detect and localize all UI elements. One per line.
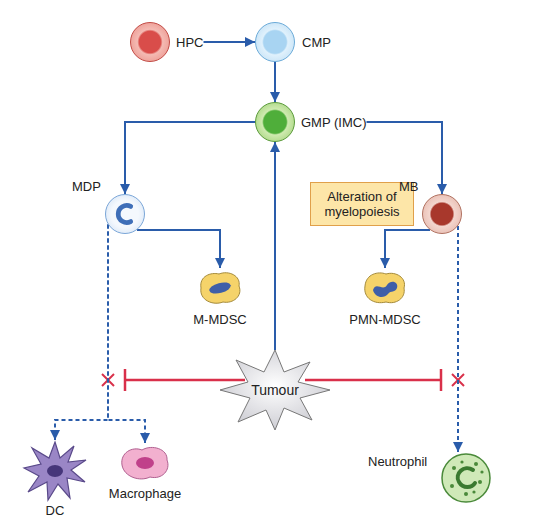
cell-body	[255, 102, 295, 142]
immune-cell: DC	[22, 440, 88, 502]
cell-body	[130, 22, 170, 62]
mdsc-cell: PMN-MDSC	[360, 268, 410, 308]
node-label: MB	[399, 179, 419, 194]
flow-arrow	[125, 122, 255, 194]
node-label: PMN-MDSC	[349, 312, 421, 327]
tumour-star: Tumour	[220, 350, 330, 430]
cell-shape	[440, 452, 492, 504]
cell-shape	[195, 268, 245, 308]
node-label: Neutrophil	[368, 454, 427, 469]
cell-shape	[360, 268, 410, 308]
progenitor-cell: HPC	[130, 22, 203, 62]
inhibition-line	[125, 379, 245, 382]
node-label: Macrophage	[109, 486, 181, 501]
node-label: MDP	[72, 179, 101, 194]
note-box: Alteration of myelopoiesis	[310, 182, 414, 226]
progenitor-cell: CMP	[255, 22, 295, 62]
cell-nucleus	[106, 195, 144, 233]
immune-cell: Macrophage	[118, 443, 172, 483]
mdsc-cell: M-MDSC	[195, 268, 245, 308]
flow-arrow	[274, 62, 276, 102]
flow-arrow	[204, 41, 256, 43]
progenitor-cell: MB	[422, 194, 462, 234]
node-label: M-MDSC	[193, 312, 246, 327]
node-label: Alteration of myelopoiesis	[315, 189, 409, 219]
dashed-arrow	[457, 226, 459, 452]
node-label: CMP	[302, 35, 331, 50]
node-label: GMP (IMC)	[301, 115, 366, 130]
progenitor-cell: GMP (IMC)	[255, 102, 366, 142]
inhibition-bar	[440, 369, 443, 391]
node-label: HPC	[176, 35, 203, 50]
dashed-arrow	[108, 225, 145, 444]
node-label: DC	[46, 503, 65, 518]
immune-cell: Neutrophil	[440, 452, 492, 504]
inhibition-bar	[124, 369, 127, 391]
cell-shape	[118, 443, 172, 483]
dashed-arrow	[55, 225, 108, 441]
flow-arrow	[385, 230, 430, 268]
flow-arrow	[137, 230, 220, 268]
flow-arrow	[274, 142, 276, 350]
node-label: Tumour	[251, 383, 299, 398]
cell-shape	[22, 440, 88, 502]
inhibition-line	[305, 379, 441, 382]
progenitor-cell: MDP	[105, 194, 145, 234]
